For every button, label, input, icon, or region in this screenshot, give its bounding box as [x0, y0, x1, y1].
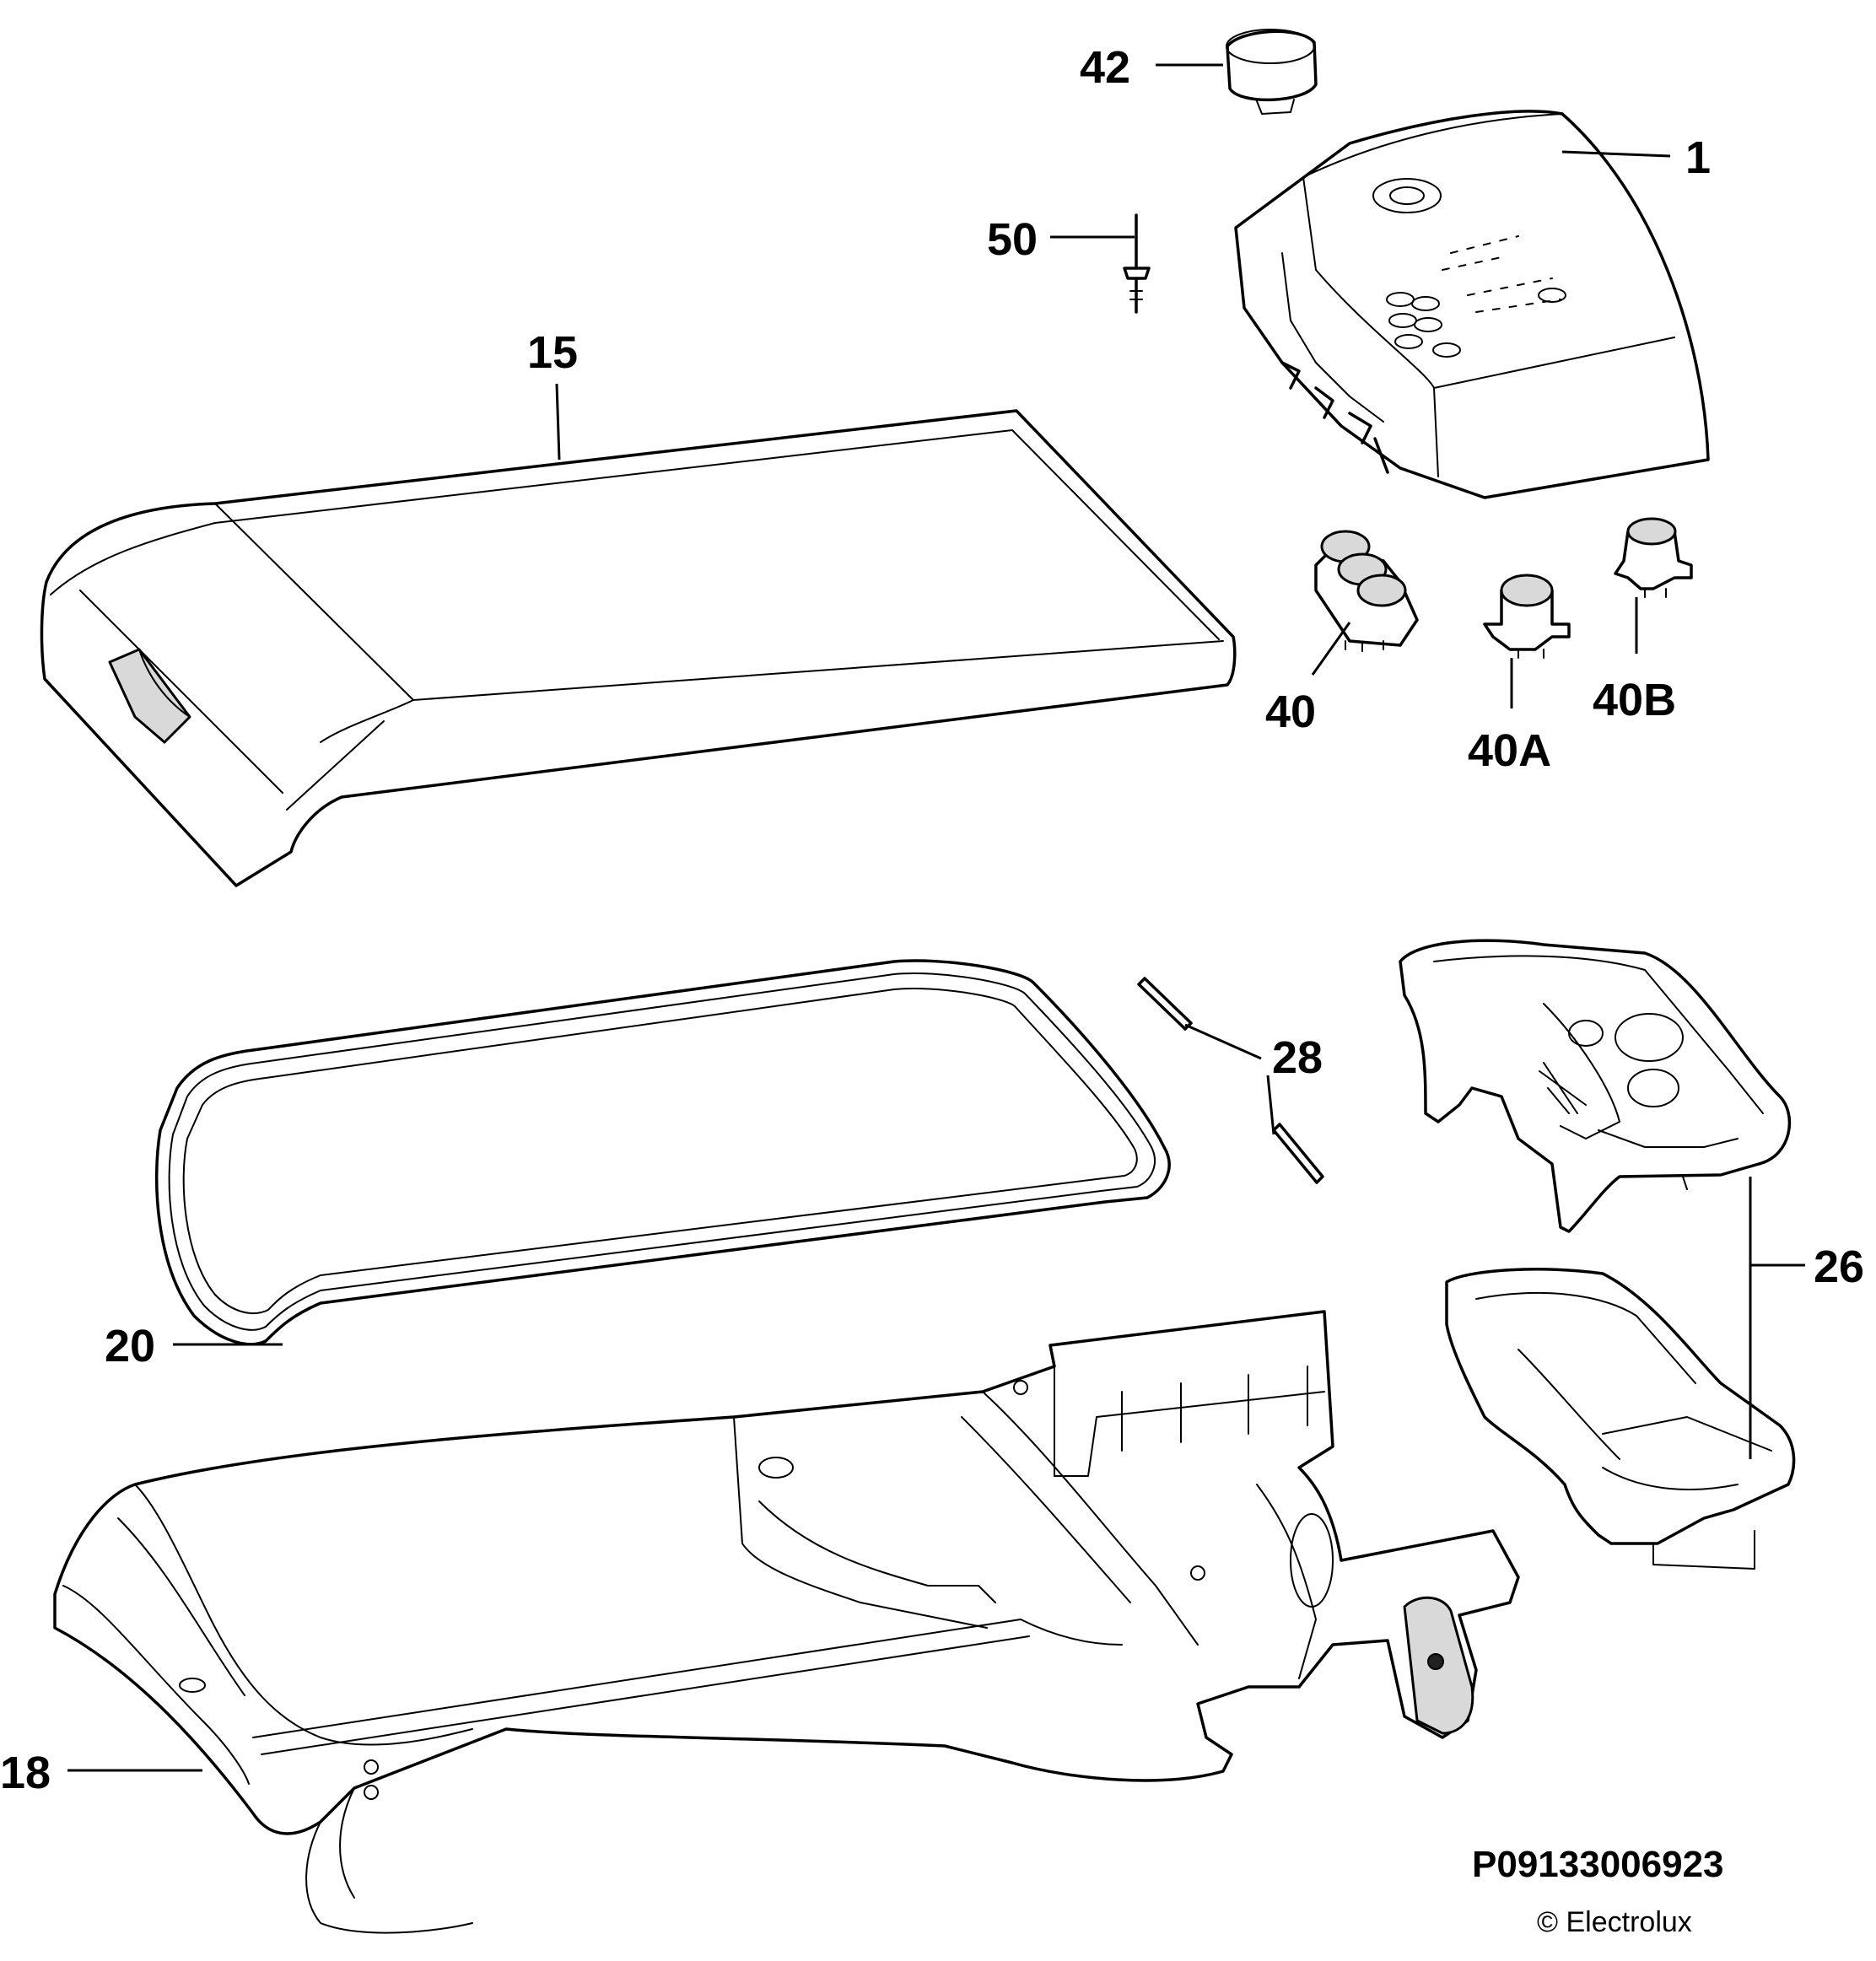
part-50-pin: [1123, 213, 1151, 314]
label-15: 15: [527, 327, 578, 378]
part-40A-switch: [1483, 574, 1571, 659]
copyright-notice: © Electrolux: [1537, 1906, 1692, 1938]
label-40: 40: [1265, 687, 1316, 737]
part-1-control-panel-cover: [1234, 110, 1710, 499]
label-40B: 40B: [1593, 675, 1676, 725]
drawing-code: P09133006923: [1472, 1844, 1724, 1885]
label-20: 20: [105, 1321, 155, 1371]
panel-buttons: [1386, 288, 1566, 358]
label-50: 50: [987, 214, 1038, 265]
label-28: 28: [1272, 1032, 1323, 1083]
label-26: 26: [1814, 1242, 1864, 1292]
part-26-cover-upper: [1399, 939, 1792, 1233]
leader-1: [1561, 150, 1671, 158]
leader-15: [555, 383, 561, 461]
label-42: 42: [1080, 42, 1130, 93]
label-40A: 40A: [1468, 725, 1551, 776]
part-40-switch: [1314, 530, 1419, 652]
part-18-frame: [53, 1310, 1520, 1934]
part-20-gasket: [154, 959, 1171, 1346]
part-28-pins: [1137, 977, 1324, 1184]
label-18: 18: [0, 1748, 51, 1798]
part-15-lid: [40, 409, 1237, 887]
part-42-knob: [1226, 29, 1318, 115]
leader-28-a: [1184, 1023, 1262, 1060]
label-1: 1: [1685, 132, 1711, 183]
leader-28-b: [1266, 1075, 1275, 1135]
part-26-cover-lower: [1445, 1268, 1796, 1570]
part-40B-switch: [1614, 517, 1693, 598]
leader-40: [1311, 622, 1351, 676]
